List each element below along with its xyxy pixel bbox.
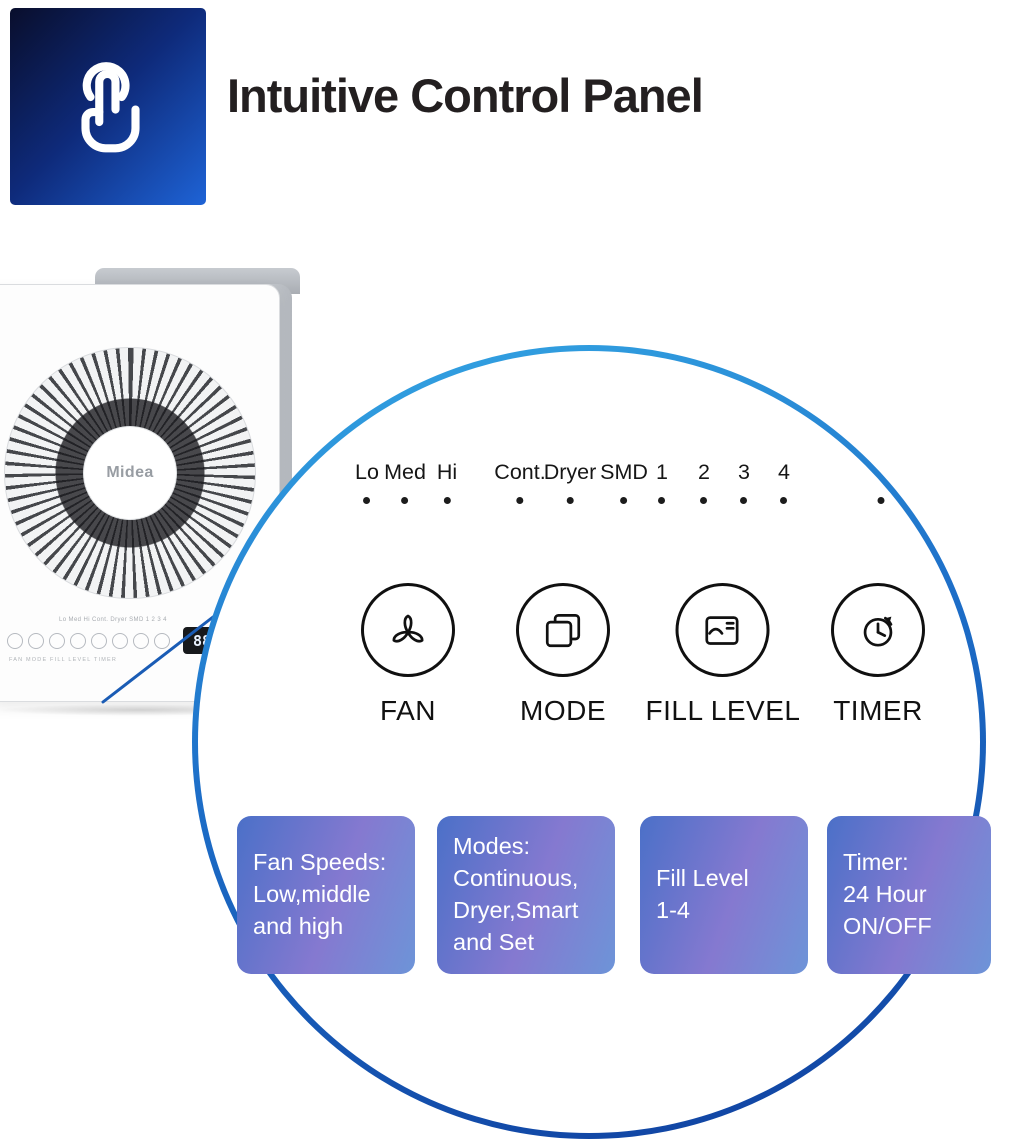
indicator-dot (620, 497, 628, 504)
fan-icon (392, 614, 424, 643)
zoom-panel: Lo Med Hi Cont. Dryer SMD (198, 351, 991, 1133)
infobox-fill-level: Fill Level 1-4 (640, 816, 808, 974)
indicator-smd: SMD (600, 459, 648, 504)
brand-logo: Midea (83, 426, 177, 520)
indicator-2: 2 (698, 459, 710, 504)
indicator-dot (401, 497, 409, 504)
function-fill-level: FILL LEVEL (646, 583, 801, 727)
indicator-label: 4 (778, 460, 790, 484)
indicator-dot (700, 497, 708, 504)
indicator-lo: Lo (355, 459, 379, 504)
function-label: FILL LEVEL (645, 695, 801, 726)
indicator-1: 1 (656, 459, 668, 504)
indicator-label: Hi (436, 460, 458, 484)
mini-button-labels: FAN MODE FILL LEVEL TIMER (9, 657, 118, 663)
indicator-label: Cont. (494, 460, 546, 484)
mode-button (91, 632, 107, 649)
indicator-dot (780, 497, 788, 504)
function-fan: FAN (361, 583, 455, 727)
zoom-callout-circle: Lo Med Hi Cont. Dryer SMD (192, 345, 991, 1139)
indicator-label: 2 (698, 460, 710, 484)
indicator-label: Dryer (543, 460, 597, 484)
indicator-label: 3 (738, 460, 750, 484)
touch-icon (81, 61, 140, 152)
infobox-timer: Timer: 24 Hour ON/OFF (827, 816, 991, 974)
timer-button-circle (831, 583, 925, 677)
appliance-front-panel: Midea Lo Med Hi Cont. Dryer SMD 1 2 3 4 … (0, 284, 280, 702)
indicator-dot (443, 497, 451, 504)
panel-button (154, 632, 170, 649)
indicator-dot (566, 497, 574, 504)
function-label: TIMER (833, 695, 923, 726)
fill-level-button (112, 632, 128, 649)
brand-text: Midea (106, 464, 154, 481)
infobox-fan-speeds: Fan Speeds: Low,middle and high (237, 816, 415, 974)
timer-icon (863, 616, 893, 647)
indicator-dot (658, 497, 666, 504)
function-timer: TIMER (831, 583, 925, 727)
infobox-text: Fill Level 1-4 (656, 865, 749, 923)
touch-badge (10, 8, 206, 205)
infobox-text: Modes: Continuous, Dryer,Smart and Set (453, 833, 579, 955)
mode-button-circle (516, 583, 610, 677)
panel-button (49, 632, 65, 649)
indicator-hi: Hi (437, 459, 457, 504)
fan-button-circle (361, 583, 455, 677)
panel-button (28, 632, 44, 649)
timer-button (133, 632, 149, 649)
indicator-label: Med (384, 460, 426, 484)
indicator-4: 4 (778, 459, 790, 504)
mode-icon (545, 614, 581, 648)
indicator-label: 1 (656, 460, 668, 484)
fill-level-icon (705, 616, 739, 645)
indicator-dot-timer (877, 497, 885, 504)
indicator-dot (516, 497, 524, 504)
fan-button (70, 632, 86, 649)
function-mode: MODE (516, 583, 610, 727)
infobox-text: Fan Speeds: Low,middle and high (253, 849, 387, 939)
indicator-med: Med (384, 459, 426, 504)
function-label: FAN (380, 695, 436, 726)
indicator-dryer: Dryer (543, 459, 597, 504)
fan-grille: Midea (4, 347, 256, 599)
indicator-label: Lo (355, 460, 379, 484)
indicator-dot (740, 497, 748, 504)
indicator-dot (363, 497, 371, 504)
function-label: MODE (520, 695, 606, 726)
indicator-label: SMD (600, 460, 648, 484)
power-button (7, 632, 23, 649)
fill-level-button-circle (675, 583, 770, 677)
infobox-modes: Modes: Continuous, Dryer,Smart and Set (437, 816, 615, 974)
indicator-3: 3 (738, 459, 750, 504)
page-title: Intuitive Control Panel (227, 69, 704, 122)
indicator-cont: Cont. (494, 459, 546, 504)
infobox-text: Timer: 24 Hour ON/OFF (843, 849, 932, 939)
